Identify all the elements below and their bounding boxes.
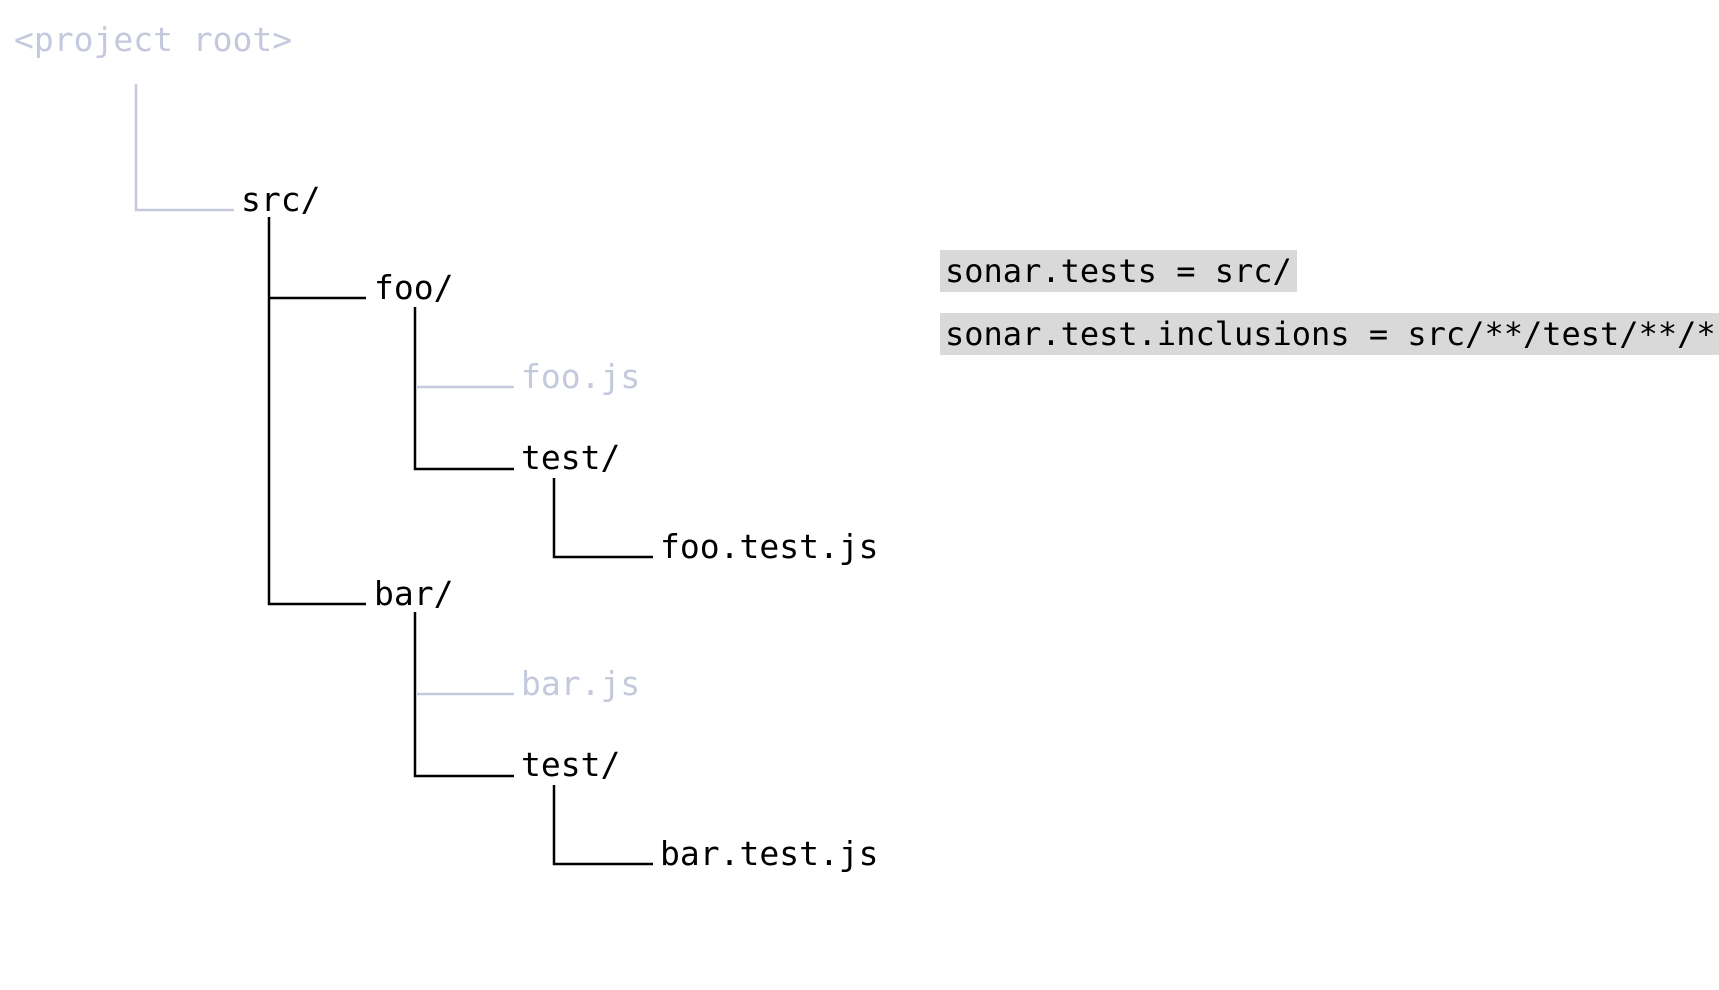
config-sonar-tests: sonar.tests = src/ (940, 250, 1297, 292)
connector-footest-file (552, 478, 653, 559)
connector-foo-test (413, 307, 514, 471)
bar-test-folder-label: test/ (521, 745, 621, 784)
foo-js-file-label: foo.js (521, 357, 641, 396)
bar-folder-label: bar/ (374, 574, 454, 613)
foo-test-folder-label: test/ (521, 438, 621, 477)
connector-root-src (134, 84, 234, 212)
config-sonar-test-inclusions: sonar.test.inclusions = src/**/test/**/* (940, 313, 1719, 355)
project-root-label: <project root> (14, 20, 293, 59)
connector-src-trunk (267, 217, 366, 606)
connector-bartest-file (552, 785, 653, 866)
bar-test-js-file-label: bar.test.js (660, 834, 879, 873)
foo-folder-label: foo/ (374, 268, 454, 307)
src-folder-label: src/ (241, 180, 321, 219)
bar-js-file-label: bar.js (521, 664, 641, 703)
connector-bar-test (413, 612, 514, 778)
foo-test-js-file-label: foo.test.js (660, 527, 879, 566)
